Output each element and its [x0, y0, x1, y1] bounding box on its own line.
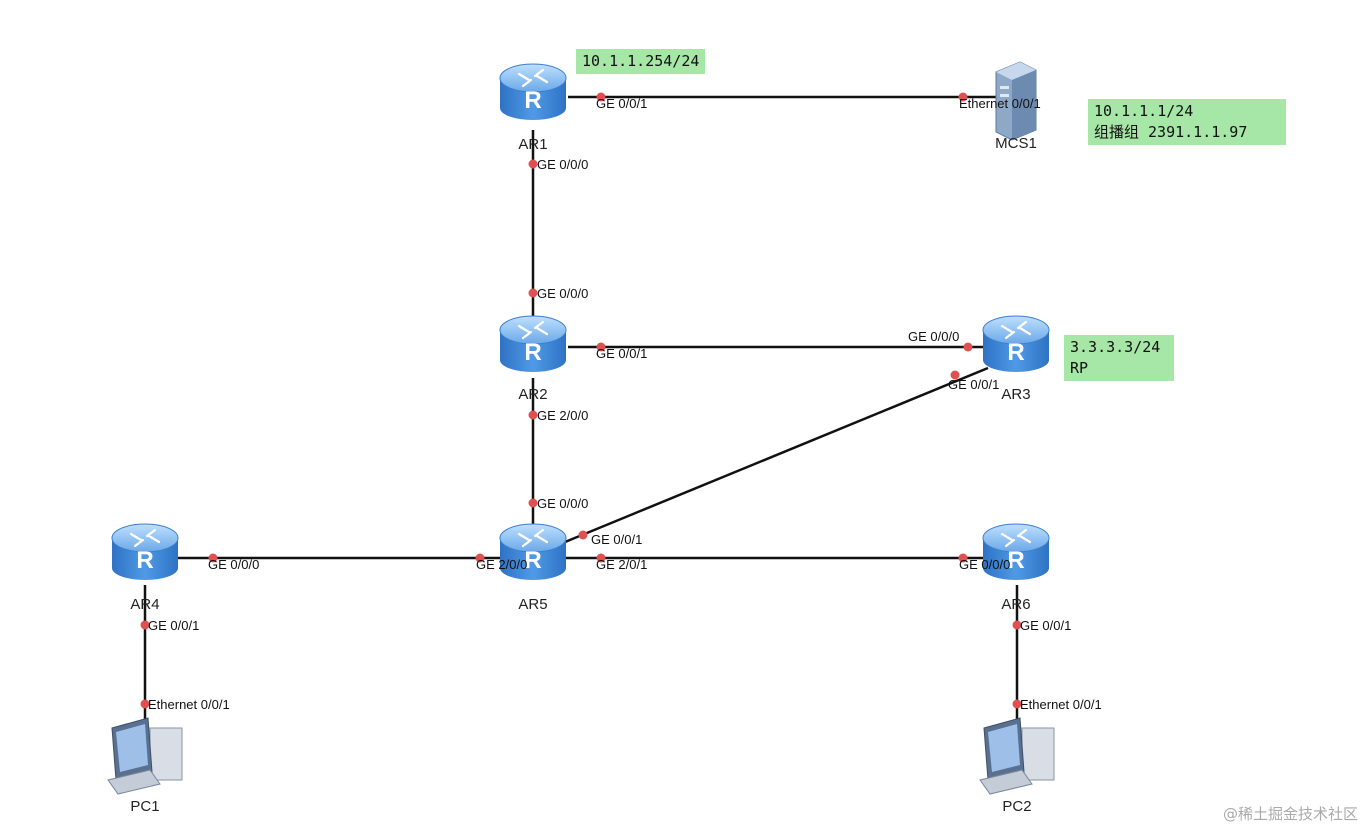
- router-icon-ar1[interactable]: [498, 62, 568, 122]
- port-label-ar1-ge001: GE 0/0/1: [596, 96, 648, 111]
- note-ar1-ip-text: 10.1.1.254/24: [582, 52, 700, 70]
- port-label-ar5-ge000: GE 0/0/0: [537, 496, 589, 511]
- node-label-ar2: AR2: [518, 386, 548, 403]
- note-mcs-ip: 10.1.1.1/24 组播组 2391.1.1.97: [1088, 99, 1286, 145]
- router-icon-ar4[interactable]: [110, 522, 180, 582]
- node-label-mcs1: MCS1: [995, 135, 1037, 152]
- port-label-pc1-eth: Ethernet 0/0/1: [148, 697, 230, 712]
- port-label-ar5-ge200: GE 2/0/0: [476, 557, 528, 572]
- node-label-ar6: AR6: [1001, 596, 1031, 613]
- port-label-mcs1-eth: Ethernet 0/0/1: [959, 96, 1041, 111]
- note-ar1-ip: 10.1.1.254/24: [576, 49, 706, 74]
- pc-icon-pc1[interactable]: [107, 717, 183, 795]
- note-mcs-ip-text: 10.1.1.1/24: [1094, 102, 1194, 120]
- pc-icon-pc2[interactable]: [979, 717, 1055, 795]
- port-label-ar5-ge201: GE 2/0/1: [596, 557, 648, 572]
- node-label-ar5: AR5: [518, 596, 548, 613]
- node-label-ar4: AR4: [130, 596, 160, 613]
- router-icon-ar2[interactable]: [498, 314, 568, 374]
- port-label-ar2-ge000: GE 0/0/0: [537, 286, 589, 301]
- node-label-ar3: AR3: [1001, 386, 1031, 403]
- node-label-pc2: PC2: [1002, 798, 1032, 815]
- node-label-ar1: AR1: [518, 136, 548, 153]
- port-label-ar2-ge001: GE 0/0/1: [596, 346, 648, 361]
- node-label-pc1: PC1: [130, 798, 160, 815]
- port-label-ar6-ge001: GE 0/0/1: [1020, 618, 1072, 633]
- note-ar3-role-text: RP: [1070, 359, 1089, 377]
- server-icon[interactable]: [995, 61, 1037, 141]
- port-label-ar4-ge001: GE 0/0/1: [148, 618, 200, 633]
- port-label-pc2-eth: Ethernet 0/0/1: [1020, 697, 1102, 712]
- port-label-ar3-ge000: GE 0/0/0: [908, 329, 960, 344]
- port-label-ar5-ge001: GE 0/0/1: [591, 532, 643, 547]
- note-ar3-ip-text: 3.3.3.3/24: [1070, 338, 1161, 356]
- port-label-ar3-ge001: GE 0/0/1: [948, 377, 1000, 392]
- link-ar5-ar3: [564, 366, 989, 544]
- port-dots: [140, 92, 1022, 709]
- port-label-ar6-ge000: GE 0/0/0: [959, 557, 1011, 572]
- watermark: @稀土掘金技术社区: [1222, 805, 1358, 823]
- note-ar3: 3.3.3.3/24 RP: [1064, 335, 1174, 381]
- router-icon-ar3[interactable]: [981, 314, 1051, 374]
- note-mcs-group-text: 组播组 2391.1.1.97: [1094, 123, 1248, 141]
- port-label-ar1-ge000: GE 0/0/0: [537, 157, 589, 172]
- port-label-ar4-ge000: GE 0/0/0: [208, 557, 260, 572]
- port-label-ar2-ge200: GE 2/0/0: [537, 408, 589, 423]
- links: [143, 95, 1019, 725]
